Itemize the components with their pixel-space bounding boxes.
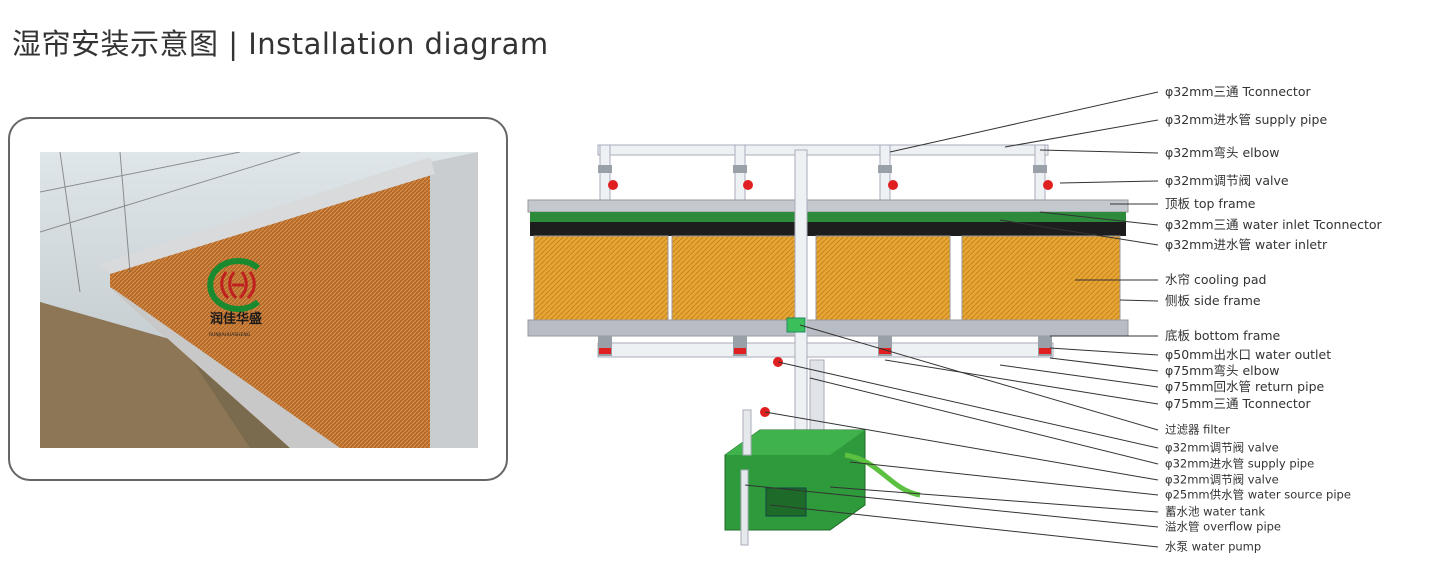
leader-line: [764, 411, 1159, 481]
leader-line: [999, 219, 1159, 246]
callout-label: φ32mm弯头 elbow: [1165, 145, 1280, 160]
riser-pipe: [1034, 144, 1046, 204]
riser-pipe: [599, 144, 611, 204]
brand-name: 润佳华盛: [210, 312, 263, 327]
bottom-frame: [527, 319, 1129, 337]
callout-label: φ32mm三通 water inlet Tconnector: [1165, 217, 1382, 232]
callout-label: φ32mm调节阀 valve: [1165, 173, 1289, 188]
leader-line: [829, 486, 1159, 513]
leader-line: [769, 504, 1159, 548]
leader-line: [799, 324, 1159, 431]
leader-line: [1039, 149, 1159, 154]
callout-label: φ32mm进水管 supply pipe: [1165, 456, 1315, 471]
leader-line: [1004, 119, 1159, 148]
valve: [1043, 180, 1053, 190]
return-pipe: [597, 342, 1054, 358]
callout-label: 过滤器 filter: [1165, 422, 1230, 437]
water-inlet-strip: [530, 212, 1126, 222]
callout-label: φ32mm调节阀 valve: [1165, 440, 1279, 455]
filter: [786, 317, 806, 333]
callout-label: 侧板 side frame: [1165, 293, 1261, 308]
callout-label: 顶板 top frame: [1165, 196, 1256, 211]
leader-line: [884, 359, 1159, 405]
leader-line: [1039, 211, 1159, 226]
leader-line: [1059, 180, 1159, 184]
greenhouse-photo: [40, 152, 478, 448]
leader-line: [777, 361, 1159, 449]
brand-name-en: RUNJIAHUASHENG: [209, 333, 251, 338]
overflow-pipe: [740, 469, 749, 546]
callout-label: φ75mm弯头 elbow: [1165, 363, 1280, 378]
callout-label: 水泵 water pump: [1165, 539, 1262, 554]
central-supply-pipe: [794, 149, 808, 441]
leader-line: [1049, 347, 1159, 356]
callout-label: φ75mm三通 Tconnector: [1165, 396, 1311, 411]
callout-label: 水帘 cooling pad: [1165, 272, 1267, 287]
callout-label: φ32mm调节阀 valve: [1165, 472, 1279, 487]
leader-line: [849, 461, 1159, 496]
page-title: 湿帘安装示意图 | Installation diagram: [12, 27, 549, 61]
leader-line: [809, 377, 1159, 465]
leader-line: [999, 364, 1159, 388]
callout-label: φ25mm供水管 water source pipe: [1165, 487, 1351, 502]
cooling-pad-panel: [815, 235, 951, 321]
valve: [608, 180, 618, 190]
callout-label: φ32mm进水管 water inletr: [1165, 237, 1328, 252]
leader-line: [1119, 299, 1159, 302]
callout-label: 底板 bottom frame: [1165, 328, 1281, 343]
cooling-pad-panel: [533, 235, 669, 321]
leader-line: [889, 91, 1159, 153]
valve: [743, 180, 753, 190]
supply-pipe: [597, 144, 1049, 156]
riser-pipe: [879, 144, 891, 204]
cooling-pad-panel: [961, 235, 1121, 321]
top-frame: [527, 199, 1129, 213]
callout-label: 溢水管 overflow pipe: [1165, 519, 1282, 534]
callout-label: φ75mm回水管 return pipe: [1165, 379, 1325, 394]
callout-label: 蓄水池 water tank: [1165, 504, 1266, 519]
distribution-band: [530, 222, 1126, 236]
photo-frame: [8, 117, 508, 481]
water-pump: [765, 487, 807, 517]
leader-line: [1049, 357, 1159, 372]
riser-pipe: [734, 144, 746, 204]
cooling-pad-panel: [671, 235, 807, 321]
callout-label: φ32mm三通 Tconnector: [1165, 84, 1311, 99]
valve: [888, 180, 898, 190]
callout-label: φ32mm进水管 supply pipe: [1165, 112, 1328, 127]
callout-label: φ50mm出水口 water outlet: [1165, 347, 1332, 362]
leader-line: [744, 484, 1159, 528]
